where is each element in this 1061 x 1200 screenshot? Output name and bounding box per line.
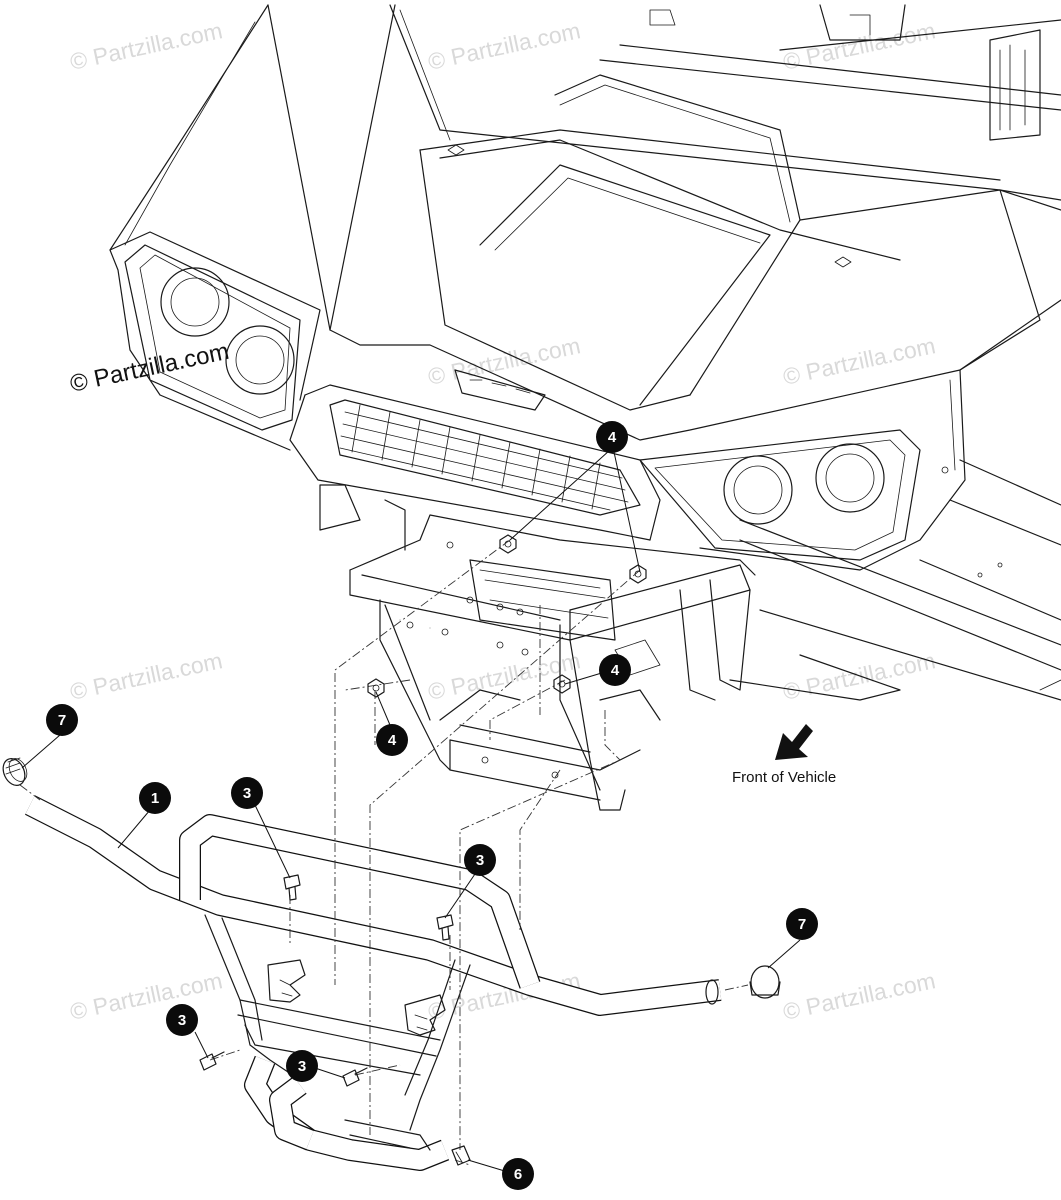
watermark: © Partzilla.com: [68, 647, 225, 705]
watermark: © Partzilla.com: [781, 332, 938, 390]
callout-number: 1: [151, 790, 159, 807]
front-of-vehicle-label: Front of Vehicle: [732, 769, 836, 786]
callout-1: 1: [139, 782, 171, 814]
callout-4: 4: [596, 421, 628, 453]
callout-7: 7: [46, 704, 78, 736]
nut-icon: [499, 534, 517, 554]
callout-number: 3: [298, 1058, 306, 1075]
callout-number: 3: [476, 852, 484, 869]
callout-number: 3: [178, 1012, 186, 1029]
callout-number: 3: [243, 785, 251, 802]
vehicle-frame: [319, 4, 1061, 811]
bolt-icon: [283, 874, 301, 901]
grille-mesh: [339, 404, 629, 511]
callout-number: 4: [388, 732, 397, 749]
end-cap-icon: [2, 757, 28, 786]
callout-7: 7: [786, 908, 818, 940]
front-bumper: [25, 795, 722, 1171]
callout-number: 7: [798, 916, 806, 933]
watermark: © Partzilla.com: [68, 17, 225, 75]
callout-3: 3: [231, 777, 263, 809]
callout-4: 4: [376, 724, 408, 756]
fastener-icon: [451, 1145, 471, 1166]
assembly-lines: [19, 539, 749, 1166]
nut-icon: [367, 678, 385, 698]
callout-6: 6: [502, 1158, 534, 1190]
leader-lines: [21, 449, 801, 1173]
bolt-icon: [342, 1067, 368, 1087]
callout-3: 3: [286, 1050, 318, 1082]
front-of-vehicle-indicator: Front of Vehicle: [732, 724, 836, 786]
nut-icon: [629, 564, 647, 584]
watermark: © Partzilla.com: [781, 967, 938, 1025]
callout-number: 7: [58, 712, 66, 729]
copyright-text: © Partzilla.com: [68, 338, 232, 398]
watermark: © Partzilla.com: [68, 967, 225, 1025]
vehicle-front-body: [109, 4, 1061, 571]
watermark: © Partzilla.com: [426, 17, 583, 75]
end-cap-icon: [749, 965, 781, 999]
callout-number: 4: [608, 429, 617, 446]
callout-4: 4: [599, 654, 631, 686]
callout-number: 4: [611, 662, 620, 679]
callout-number: 6: [514, 1166, 522, 1183]
bolt-icon: [436, 914, 454, 941]
callout-3: 3: [464, 844, 496, 876]
callout-3: 3: [166, 1004, 198, 1036]
bolt-icon: [199, 1051, 225, 1071]
direction-arrow-icon: [775, 724, 813, 760]
watermark: © Partzilla.com: [426, 332, 583, 390]
